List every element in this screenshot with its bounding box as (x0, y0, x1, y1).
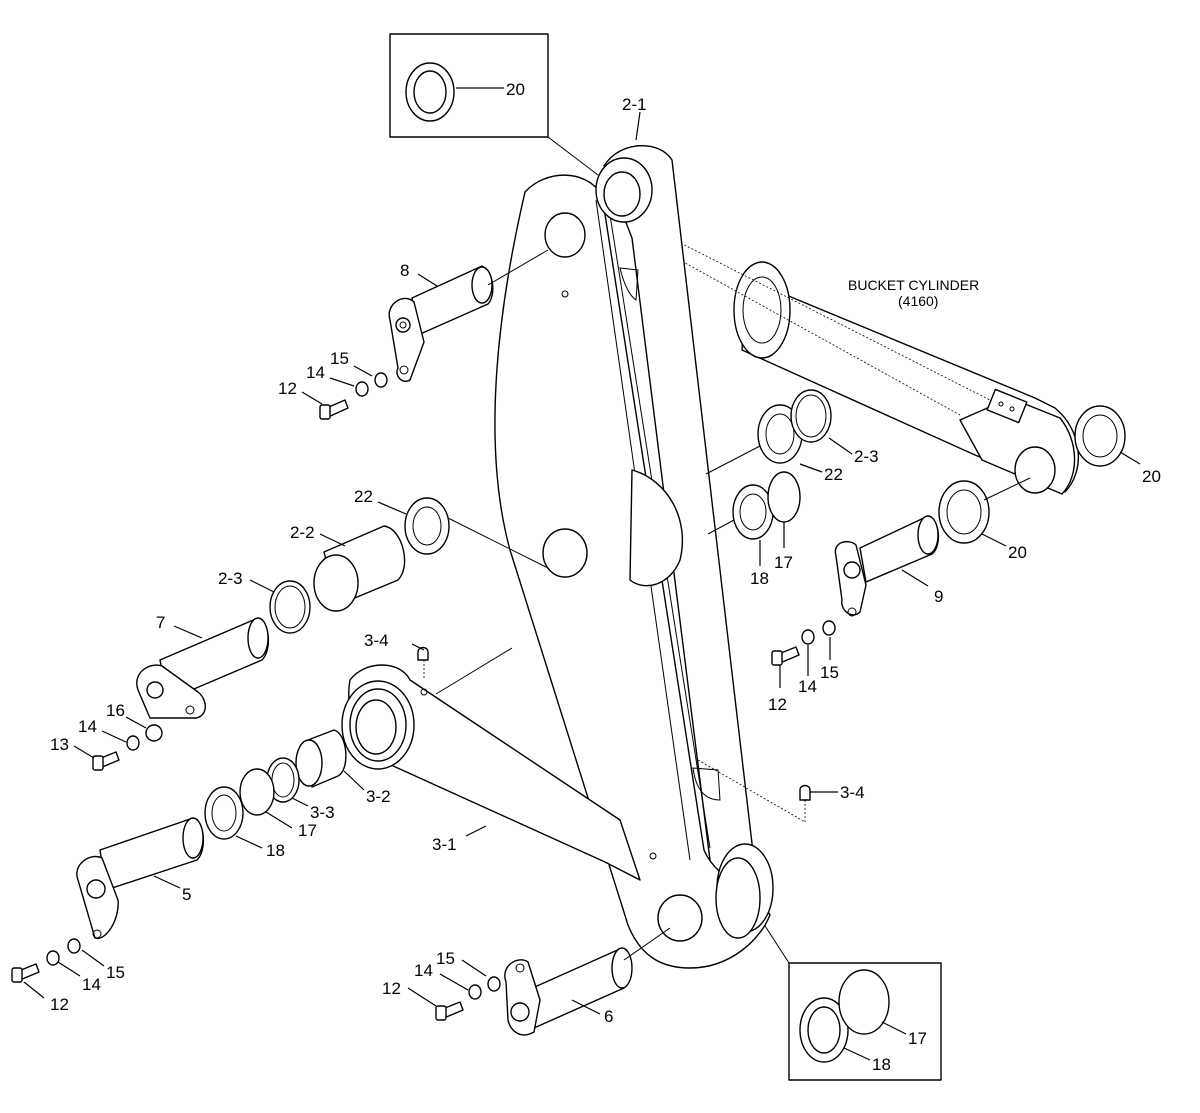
ring-18-mid (707, 484, 774, 540)
label-14-a: 14 (306, 363, 325, 382)
label-3-4-lower: 3-4 (840, 783, 865, 802)
detail-box-bottom (757, 914, 942, 1081)
label-5: 5 (182, 885, 191, 904)
label-14-e: 14 (414, 961, 433, 980)
pin-7 (136, 617, 269, 719)
label-12-d: 12 (382, 979, 401, 998)
label-16: 16 (106, 701, 125, 720)
bell-crank-2-1 (494, 145, 774, 969)
label-2-3-upper: 2-3 (854, 447, 879, 466)
label-20-right: 20 (1142, 467, 1161, 486)
grease-fitting-upper (417, 646, 429, 696)
label-17-low: 17 (298, 821, 317, 840)
detail-box-top (389, 33, 599, 176)
pin-8 (388, 249, 549, 382)
hardware-set-d (11, 938, 81, 983)
ring-2-3-upper (790, 389, 832, 443)
label-6: 6 (604, 1007, 613, 1026)
label-20-top: 20 (506, 80, 525, 99)
label-3-1: 3-1 (432, 835, 457, 854)
label-7: 7 (156, 613, 165, 632)
label-2-1: 2-1 (622, 95, 647, 114)
label-22-upper: 22 (824, 465, 843, 484)
ring-20-pin9 (938, 477, 1031, 544)
label-18-mid: 18 (750, 569, 769, 588)
link-3-1 (341, 647, 806, 881)
label-3-4-upper: 3-4 (364, 631, 389, 650)
leader-lines (23, 111, 1141, 1015)
label-12-c: 12 (50, 995, 69, 1014)
label-2-3-lower: 2-3 (218, 569, 243, 588)
bucket-cylinder: BUCKET CYLINDER (4160) (639, 224, 1080, 495)
bucket-cylinder-title: BUCKET CYLINDER (848, 277, 979, 293)
label-15-a: 15 (330, 349, 349, 368)
label-3-2: 3-2 (366, 787, 391, 806)
ring-20-right (1074, 405, 1126, 467)
label-13: 13 (50, 735, 69, 754)
bushing-3-2 (295, 729, 347, 788)
ring-22-upper (705, 404, 803, 475)
label-14-c: 14 (798, 677, 817, 696)
label-18-box: 18 (872, 1055, 891, 1074)
bucket-cylinder-reference: (4160) (898, 293, 938, 309)
ring-2-3-lower (269, 580, 311, 634)
ring-17-low (239, 768, 275, 816)
ring-22-mid (404, 497, 450, 555)
hardware-set-c (771, 620, 836, 666)
label-15-b: 15 (820, 663, 839, 682)
grease-fitting-lower (799, 784, 811, 801)
label-17-box: 17 (908, 1029, 927, 1048)
label-22-mid: 22 (354, 487, 373, 506)
pin-9 (834, 515, 939, 617)
label-14-b: 14 (78, 717, 97, 736)
hardware-set-b (92, 724, 163, 771)
label-17-mid: 17 (774, 553, 793, 572)
part-number-labels: 2-1 20 8 15 14 12 22 2-3 20 22 2-2 2-3 1… (50, 80, 1161, 1074)
ring-17-mid (767, 471, 801, 523)
label-20-pin9: 20 (1008, 543, 1027, 562)
hardware-set-e (435, 976, 501, 1021)
label-12-a: 12 (278, 379, 297, 398)
label-14-d: 14 (82, 975, 101, 994)
ring-18-low (204, 786, 244, 840)
pin-5 (76, 817, 204, 940)
label-15-c: 15 (106, 963, 125, 982)
label-8: 8 (400, 261, 409, 280)
pin-6 (504, 927, 671, 1036)
label-18-low: 18 (266, 841, 285, 860)
hardware-set-a (319, 372, 388, 420)
label-9: 9 (934, 587, 943, 606)
label-12-b: 12 (768, 695, 787, 714)
label-15-d: 15 (436, 949, 455, 968)
label-2-2: 2-2 (290, 523, 315, 542)
label-3-3: 3-3 (310, 803, 335, 822)
